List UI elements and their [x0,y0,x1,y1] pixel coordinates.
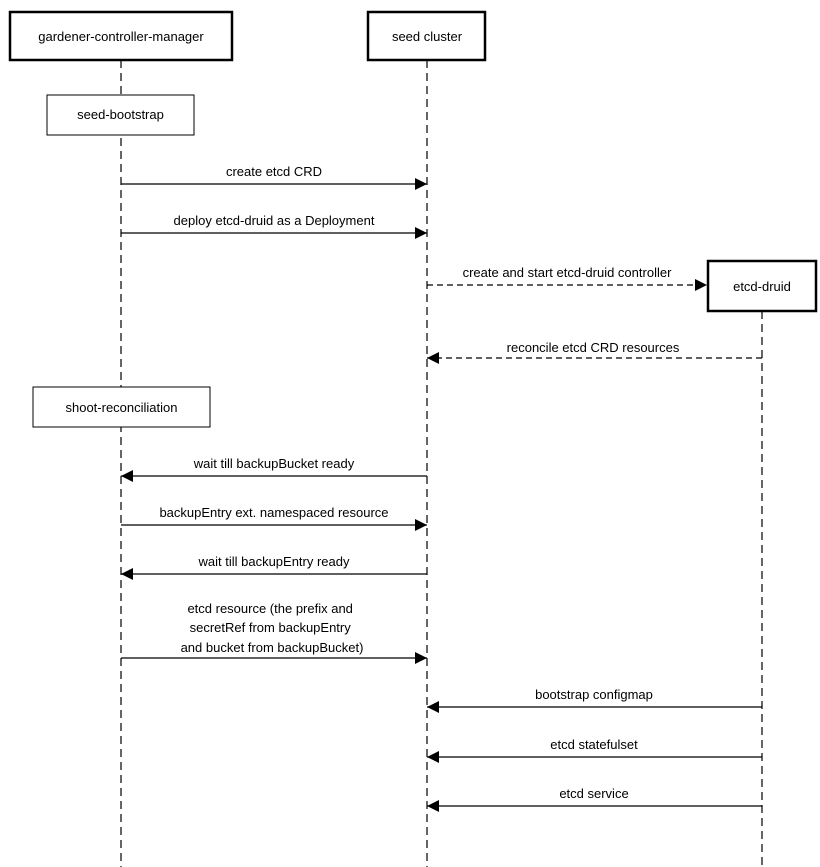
message-label: create and start etcd-druid controller [463,265,672,280]
participant-etcd-druid: etcd-druid [706,259,818,313]
participant-seed-cluster-label: seed cluster [392,29,463,44]
message-etcd-service: etcd service [427,786,762,812]
message-backupentry-resource: backupEntry ext. namespaced resource [121,505,427,531]
message-etcd-resource: etcd resource (the prefix and secretRef … [121,601,427,664]
participant-gardener-controller-manager-label: gardener-controller-manager [38,29,204,44]
message-label: create etcd CRD [226,164,322,179]
message-bootstrap-configmap: bootstrap configmap [427,687,762,713]
activity-seed-bootstrap-label: seed-bootstrap [77,107,164,122]
message-label: reconcile etcd CRD resources [507,340,680,355]
message-label: etcd service [559,786,628,801]
message-reconcile-etcd-crd-resources: reconcile etcd CRD resources [427,340,762,364]
activity-shoot-reconciliation-label: shoot-reconciliation [65,400,177,415]
message-etcd-statefulset: etcd statefulset [427,737,762,763]
message-label: wait till backupEntry ready [197,554,350,569]
participant-seed-cluster: seed cluster [366,10,487,62]
message-deploy-etcd-druid: deploy etcd-druid as a Deployment [121,213,427,239]
message-label: etcd statefulset [550,737,638,752]
activity-seed-bootstrap: seed-bootstrap [46,94,195,136]
activity-shoot-reconciliation: shoot-reconciliation [32,386,211,428]
participant-gardener-controller-manager: gardener-controller-manager [8,10,234,62]
message-wait-backupbucket-ready: wait till backupBucket ready [121,456,427,482]
message-label: wait till backupBucket ready [193,456,355,471]
message-label: deploy etcd-druid as a Deployment [174,213,375,228]
message-label-line: secretRef from backupEntry [190,620,352,635]
message-label-line: etcd resource (the prefix and [187,601,352,616]
message-label: backupEntry ext. namespaced resource [159,505,388,520]
message-label: bootstrap configmap [535,687,653,702]
message-create-and-start-controller: create and start etcd-druid controller [427,265,707,291]
message-label-line: and bucket from backupBucket) [181,640,364,655]
message-wait-backupentry-ready: wait till backupEntry ready [121,554,427,580]
message-create-etcd-crd: create etcd CRD [121,164,427,190]
participant-etcd-druid-label: etcd-druid [733,279,791,294]
message-label: etcd resource (the prefix and secretRef … [181,601,364,655]
